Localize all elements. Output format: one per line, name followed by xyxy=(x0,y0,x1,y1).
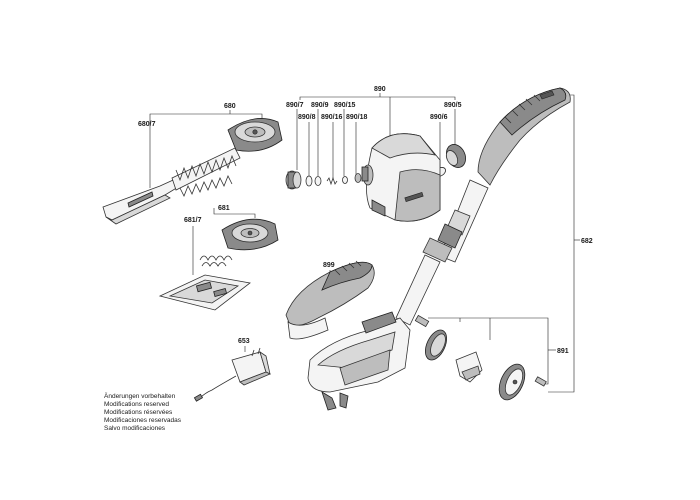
label-681-7: 681/7 xyxy=(184,217,202,224)
label-682: 682 xyxy=(581,238,593,245)
note-line: Modificaciones reservadas xyxy=(104,417,182,424)
label-891: 891 xyxy=(557,348,569,355)
label-890-7: 890/7 xyxy=(286,102,304,109)
label-890-15: 890/15 xyxy=(334,102,356,109)
note-line: Salvo modificaciones xyxy=(104,425,166,432)
note-line: Modifications reserved xyxy=(104,401,169,408)
note-line: Modifications réservées xyxy=(104,409,173,416)
label-653: 653 xyxy=(238,338,250,345)
wheel-set xyxy=(414,314,547,401)
label-890: 890 xyxy=(374,86,386,93)
label-890-6: 890/6 xyxy=(430,114,448,121)
label-890-8: 890/8 xyxy=(298,114,316,121)
modification-notes: Änderungen vorbehalten Modifications res… xyxy=(104,392,182,432)
label-680: 680 xyxy=(224,103,236,110)
label-890-5: 890/5 xyxy=(444,102,462,109)
trolley-base xyxy=(307,311,411,411)
label-899: 899 xyxy=(323,262,335,269)
part-labels: 890 890/7 890/8 890/9 890/16 890/15 890/… xyxy=(138,86,593,355)
handle-grip xyxy=(285,260,375,340)
label-681: 681 xyxy=(218,205,230,212)
label-680-7: 680/7 xyxy=(138,121,156,128)
note-line: Änderungen vorbehalten xyxy=(104,392,176,400)
telescopic-handle xyxy=(395,87,571,326)
motor-housing xyxy=(361,133,441,222)
label-890-9: 890/9 xyxy=(311,102,329,109)
leader-lines xyxy=(149,93,580,393)
gearbox-small-parts xyxy=(285,144,467,190)
label-890-18: 890/18 xyxy=(346,114,368,121)
charger-adapter xyxy=(193,347,271,402)
label-890-16: 890/16 xyxy=(321,114,343,121)
hedge-blade-assembly xyxy=(102,118,283,225)
grass-shear-assembly xyxy=(158,218,279,311)
